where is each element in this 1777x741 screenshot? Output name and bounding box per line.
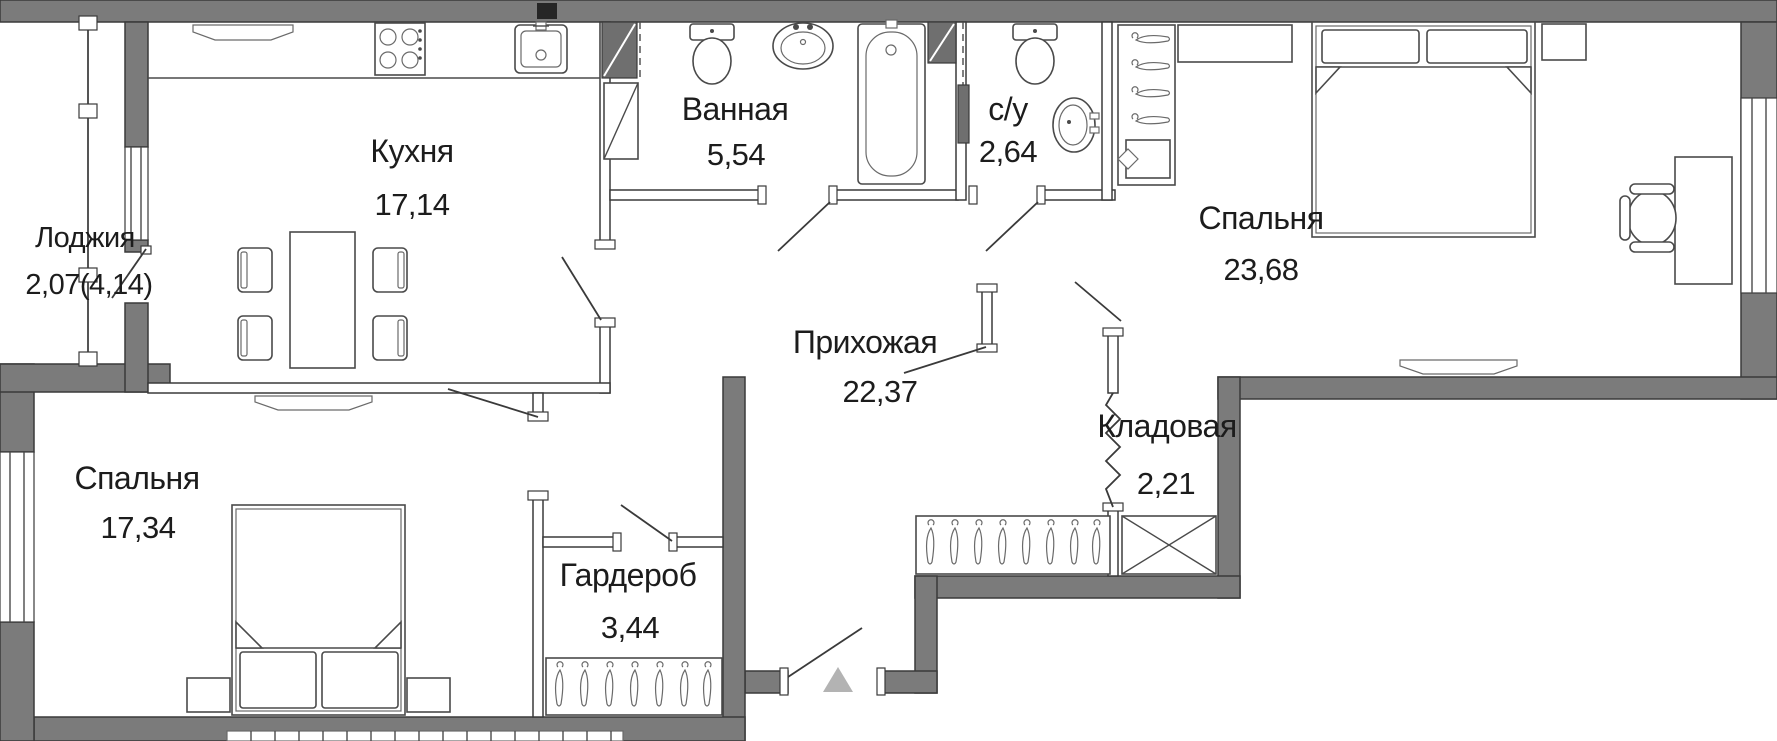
door-leaf — [1074, 281, 1122, 322]
tall-cabinet-icon — [601, 21, 638, 79]
chair-icon — [372, 315, 408, 361]
folding-door-icon — [1104, 392, 1122, 508]
shelf-cabinet-icon — [603, 82, 639, 160]
wall-segment — [1107, 332, 1119, 394]
room-area-label: 22,37 — [842, 374, 917, 409]
glazing-connector-icon — [78, 103, 98, 119]
room-area-label: 17,14 — [374, 187, 449, 222]
washer-icon — [927, 21, 957, 64]
kitchen-sink-icon — [514, 21, 568, 74]
wall-segment — [147, 382, 611, 394]
door-leaf — [447, 388, 539, 418]
wall-segment — [672, 536, 724, 548]
toilet-icon — [689, 23, 735, 85]
radiator-icon — [192, 24, 294, 41]
bedroom-left-furniture — [186, 395, 451, 716]
wall-segment — [532, 494, 544, 718]
door-leaf — [903, 346, 987, 374]
room-area-label: 5,54 — [707, 137, 766, 172]
wall-segment — [722, 376, 746, 741]
chair-icon — [237, 315, 273, 361]
wall-segment — [1217, 376, 1777, 400]
room-labels: Лоджия 2,07(4,14) Кухня 17,14 Ванная 5,5… — [25, 91, 1324, 645]
door-leaf — [111, 248, 147, 299]
windows — [0, 97, 1777, 623]
room-name-label: Спальня — [1198, 200, 1323, 236]
wall-segment — [0, 621, 35, 741]
bed-icon — [1311, 21, 1536, 238]
wall-segment — [914, 575, 1241, 599]
room-name-label: Гардероб — [560, 557, 697, 593]
wall-segment — [124, 21, 149, 148]
door-leaf — [561, 256, 602, 321]
door-leaf — [777, 201, 831, 252]
wall-segment — [124, 302, 149, 393]
nightstand-icon — [186, 677, 231, 713]
room-name-label: Кладовая — [1097, 408, 1236, 444]
kitchen-furniture — [148, 21, 600, 369]
storage-cabinet-icon — [1121, 515, 1217, 575]
room-name-label: Лоджия — [35, 222, 135, 254]
bedroom-right-furniture — [1177, 21, 1733, 375]
door-leaf — [985, 201, 1039, 252]
glazing-connector-icon — [78, 15, 98, 31]
stove-icon — [374, 22, 426, 76]
wall-segment — [542, 536, 618, 548]
wardrobe-rack-icon — [545, 657, 723, 716]
room-name-label: Спальня — [74, 460, 199, 496]
radiator-icon — [1399, 359, 1518, 375]
window-kitchen-loggia — [124, 146, 149, 241]
room-area-label: 23,68 — [1223, 252, 1298, 287]
room-name-label: Кухня — [370, 133, 453, 169]
room-area-label: 17,34 — [100, 510, 175, 545]
bathtub-icon — [857, 19, 926, 185]
room-name-label: с/у — [988, 91, 1028, 127]
bathroom-fixtures — [601, 19, 1100, 185]
doors — [111, 22, 1122, 692]
radiator-icon — [226, 730, 624, 741]
glazing-connector-icon — [78, 267, 98, 283]
hall-closet-icon — [1117, 24, 1176, 186]
entrance-marker-icon — [823, 667, 853, 692]
nightstand-icon — [1541, 23, 1587, 61]
vent-shaft-icon — [537, 3, 557, 19]
room-area-label: 2,07(4,14) — [25, 269, 152, 301]
desk-icon — [1674, 156, 1733, 285]
wall-segment — [609, 189, 764, 201]
toilet-icon — [1012, 23, 1058, 85]
bed-icon — [231, 504, 406, 716]
radiator-icon — [254, 395, 373, 411]
loggia-glazing — [78, 15, 98, 367]
window-right — [1740, 97, 1777, 294]
room-area-label: 3,44 — [601, 610, 660, 645]
dining-table-icon — [289, 231, 356, 369]
room-area-label: 2,21 — [1137, 466, 1195, 501]
dresser-icon — [1177, 24, 1293, 63]
door-leaf — [620, 504, 673, 542]
nightstand-icon — [406, 677, 451, 713]
wall-segment — [1101, 21, 1113, 201]
glazing-connector-icon — [78, 351, 98, 367]
hallway-rack-icon — [915, 515, 1111, 575]
wall-segment — [0, 0, 1777, 23]
room-name-label: Прихожая — [793, 324, 937, 360]
washbasin-icon — [772, 22, 834, 70]
window-left — [0, 451, 35, 623]
wall-segment — [879, 670, 938, 694]
wall-segment — [831, 189, 959, 201]
wc-cabinet-icon — [957, 84, 970, 144]
room-name-label: Ванная — [682, 91, 789, 127]
chair-icon — [372, 247, 408, 293]
wc-basin-icon — [1052, 97, 1100, 153]
door-leaf — [787, 627, 863, 678]
chair-icon — [237, 247, 273, 293]
wall-segment — [981, 287, 993, 349]
room-area-label: 2,64 — [979, 134, 1038, 169]
desk-chair-icon — [1619, 183, 1677, 253]
